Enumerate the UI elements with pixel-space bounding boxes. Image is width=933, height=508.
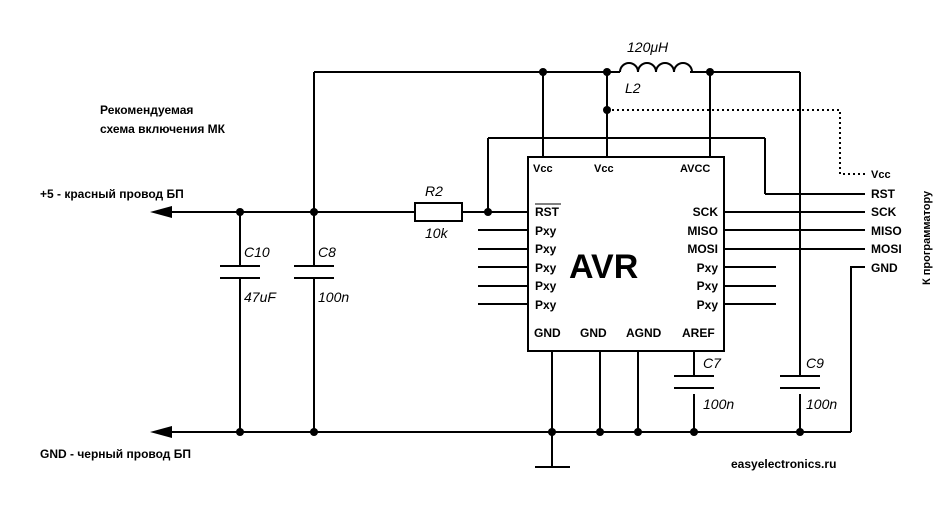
power-gnd-label: GND - черный провод БП xyxy=(40,447,191,461)
pin-avcc: AVCC xyxy=(680,163,710,175)
power-rail-gnd xyxy=(150,426,851,438)
pin-pxy-right-1: Pxy xyxy=(697,261,719,275)
pin-pxy-right-3: Pxy xyxy=(697,298,719,312)
pin-rst: RST xyxy=(535,205,560,219)
c7-ref: C7 xyxy=(703,355,722,371)
prog-pin-gnd: GND xyxy=(871,261,898,275)
capacitor-c9 xyxy=(780,376,820,388)
pin-pxy-left-3: Pxy xyxy=(535,261,557,275)
c7-value: 100n xyxy=(703,396,734,412)
prog-pin-mosi: MOSI xyxy=(871,242,902,256)
pin-miso: MISO xyxy=(687,224,718,238)
programmer-label: К программатору xyxy=(921,190,933,285)
pin-pxy-left-1: Pxy xyxy=(535,224,557,238)
capacitor-c7 xyxy=(674,376,714,388)
pin-aref: AREF xyxy=(682,326,715,340)
inductor-l2 xyxy=(607,63,692,72)
power-plus-label: +5 - красный провод БП xyxy=(40,187,184,201)
pin-pxy-right-2: Pxy xyxy=(697,279,719,293)
left-pxy-leads xyxy=(478,230,528,304)
power-rail-plus xyxy=(150,206,528,218)
arrow-gnd-icon xyxy=(150,426,172,438)
pin-pxy-left-2: Pxy xyxy=(535,242,557,256)
resistor-r2 xyxy=(415,203,462,221)
pin-mosi: MOSI xyxy=(687,242,718,256)
r2-ref: R2 xyxy=(425,183,443,199)
l2-value: 120μH xyxy=(627,39,669,55)
pin-pxy-left-4: Pxy xyxy=(535,279,557,293)
pin-sck: SCK xyxy=(693,205,719,219)
prog-pin-rst: RST xyxy=(871,187,896,201)
chip-name: AVR xyxy=(569,248,638,286)
title-line1: Рекомендуемая xyxy=(100,103,193,117)
pin-gnd-1: GND xyxy=(534,326,561,340)
pin-vcc-2: Vcc xyxy=(594,163,614,175)
c9-value: 100n xyxy=(806,396,837,412)
right-leads xyxy=(724,212,865,304)
l2-ref: L2 xyxy=(625,80,641,96)
prog-pin-miso: MISO xyxy=(871,224,902,238)
title-line2: схема включения МК xyxy=(100,122,226,136)
pin-vcc-1: Vcc xyxy=(533,163,553,175)
r2-value: 10k xyxy=(425,225,449,241)
arrow-plus-icon xyxy=(150,206,172,218)
c10-ref: C10 xyxy=(244,244,270,260)
pin-gnd-2: GND xyxy=(580,326,607,340)
pin-pxy-left-5: Pxy xyxy=(535,298,557,312)
c9-ref: C9 xyxy=(806,355,824,371)
site-label: easyelectronics.ru xyxy=(731,457,836,471)
c8-value: 100n xyxy=(318,289,349,305)
prog-pin-sck: SCK xyxy=(871,205,897,219)
pin-agnd: AGND xyxy=(626,326,662,340)
prog-pin-vcc: Vcc xyxy=(871,169,891,181)
c10-value: 47uF xyxy=(244,289,277,305)
c8-ref: C8 xyxy=(318,244,336,260)
bottom-leads xyxy=(535,351,694,467)
prog-gnd-wire xyxy=(851,267,865,432)
